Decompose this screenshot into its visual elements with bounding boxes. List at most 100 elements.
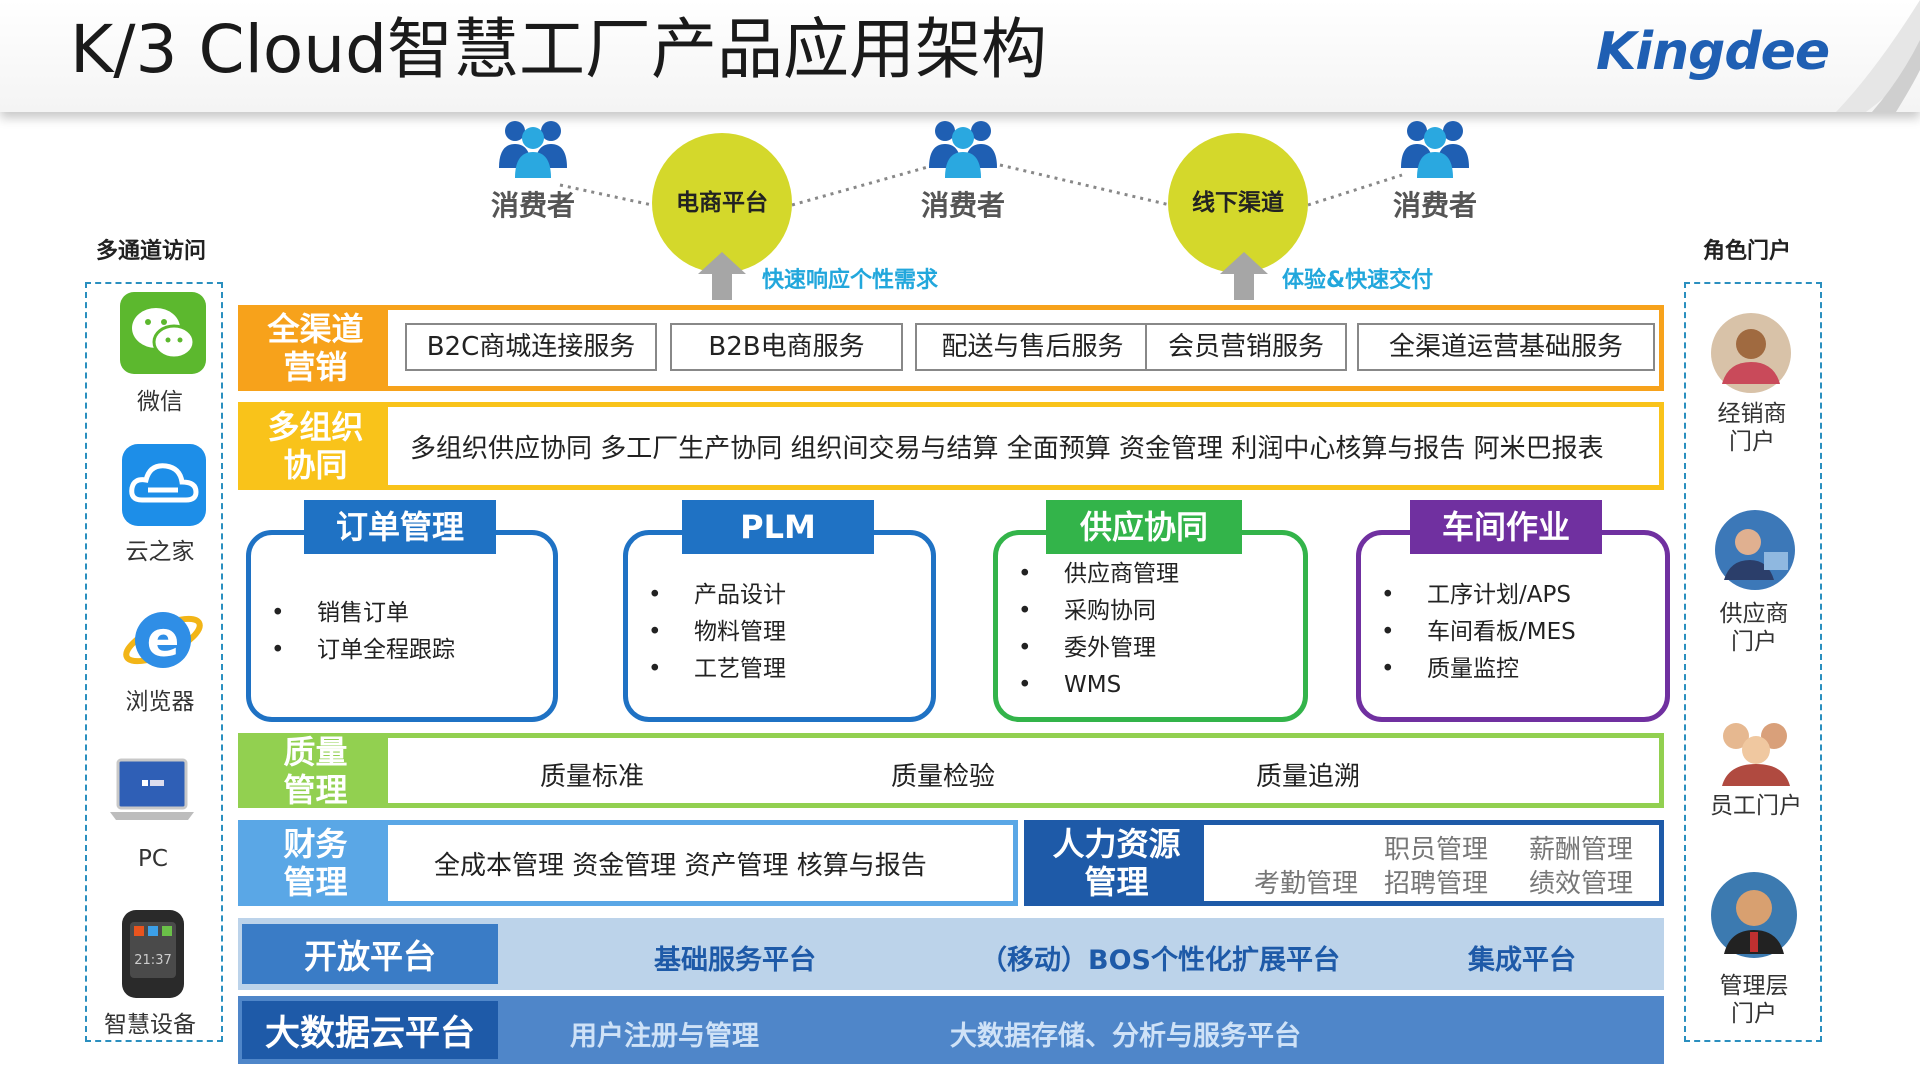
open-platform-band: 开放平台 基础服务平台 （移动）BOS个性化扩展平台 集成平台 xyxy=(238,918,1664,990)
plm-title: PLM xyxy=(682,500,874,554)
header-bar xyxy=(0,0,1920,112)
finance-band: 财务管理 全成本管理 资金管理 资产管理 核算与报告 xyxy=(238,820,1018,906)
channel-browser-label: 浏览器 xyxy=(125,689,195,715)
channel-smart-device-label: 智慧设备 xyxy=(104,1012,196,1038)
role-supplier-line1: 供应商 xyxy=(1719,601,1789,627)
wechat-icon[interactable] xyxy=(120,292,206,374)
kingdee-logo: Kingdee xyxy=(1596,22,1830,82)
consumer-2: 消费者 xyxy=(908,116,1018,224)
consumer-3: 消费者 xyxy=(1380,116,1490,224)
supply-collab-list: 供应商管理 采购协同 委外管理 WMS xyxy=(1018,556,1303,704)
multi-org-tag-line2: 协同 xyxy=(283,446,348,484)
dealer-avatar-icon[interactable] xyxy=(1708,312,1794,394)
multi-channel-panel xyxy=(85,282,223,1042)
card-item: 工序计划/APS xyxy=(1381,577,1665,614)
supply-collab-title: 供应协同 xyxy=(1046,500,1242,554)
yunzhijia-cloud-icon[interactable] xyxy=(122,444,206,526)
hr-item: 薪酬管理 xyxy=(1529,835,1634,865)
quality-item: 质量追溯 xyxy=(1256,762,1361,792)
bigdata-band: 大数据云平台 用户注册与管理 大数据存储、分析与服务平台 xyxy=(238,996,1664,1064)
hr-item: 绩效管理 xyxy=(1529,869,1634,899)
role-employee-line1: 员工门户 xyxy=(1710,793,1802,819)
consumer-label: 消费者 xyxy=(920,189,1005,222)
omni-services: B2C商城连接服务 B2B电商服务 配送与售后服务 会员营销服务 全渠道运营基础… xyxy=(388,310,1659,386)
plm-card: 产品设计 物料管理 工艺管理 xyxy=(623,530,936,722)
omni-tag-line1: 全渠道 xyxy=(267,310,364,348)
svg-text:e: e xyxy=(147,612,180,668)
card-item: 车间看板/MES xyxy=(1381,614,1665,651)
open-platform-tag: 开放平台 xyxy=(242,924,498,984)
up-arrow-icon xyxy=(1220,252,1268,300)
quality-band: 质量管理 质量标准 质量检验 质量追溯 xyxy=(238,733,1664,809)
card-item: 供应商管理 xyxy=(1018,556,1303,593)
finance-tag: 财务管理 xyxy=(243,825,388,901)
quality-tag-line2: 管理 xyxy=(283,770,348,809)
role-portal-panel xyxy=(1684,282,1822,1042)
role-supplier-line2: 门户 xyxy=(1731,629,1777,655)
consumer-group-icon xyxy=(929,121,997,178)
channel-yunzhijia-label: 云之家 xyxy=(125,539,195,565)
hr-item: 招聘管理 xyxy=(1384,869,1489,899)
card-item: 工艺管理 xyxy=(648,651,931,688)
card-item: 销售订单 xyxy=(271,595,553,632)
flow-dotted-lines xyxy=(559,163,1403,207)
bigdata-tag: 大数据云平台 xyxy=(242,1001,498,1059)
supplier-avatar-icon[interactable] xyxy=(1712,508,1798,592)
multi-org-body: 多组织供应协同 多工厂生产协同 组织间交易与结算 全面预算 资金管理 利润中心核… xyxy=(388,407,1659,485)
order-management-card: 销售订单 订单全程跟踪 xyxy=(246,530,558,722)
bigdata-item: 大数据存储、分析与服务平台 xyxy=(950,1021,1301,1052)
up-arrow-icon xyxy=(698,252,746,300)
quality-tag: 质量管理 xyxy=(243,733,388,809)
role-manager-line2: 门户 xyxy=(1731,1001,1777,1027)
left-panel-title: 多通道访问 xyxy=(96,239,207,264)
page-title: K/3 Cloud智慧工厂产品应用架构 xyxy=(70,11,1048,88)
ecommerce-platform: 电商平台 xyxy=(652,133,792,273)
hr-tag-line1: 人力资源 xyxy=(1052,825,1181,863)
hr-body: 职员管理 薪酬管理 考勤管理 招聘管理 绩效管理 xyxy=(1204,825,1659,901)
omni-channel-band: 全渠道营销 B2C商城连接服务 B2B电商服务 配送与售后服务 会员营销服务 全… xyxy=(238,305,1664,391)
consumer-label: 消费者 xyxy=(490,189,575,222)
manager-avatar-icon[interactable] xyxy=(1710,870,1798,960)
hint-left: 快速响应个性需求 xyxy=(762,268,939,293)
browser-ie-icon[interactable]: e xyxy=(118,596,208,680)
channel-pc-label: PC xyxy=(138,846,168,872)
omni-tag-line2: 营销 xyxy=(283,348,348,386)
right-panel-title: 角色门户 xyxy=(1703,239,1792,264)
card-item: 质量监控 xyxy=(1381,651,1665,688)
service-b2b: B2B电商服务 xyxy=(670,323,903,371)
workshop-list: 工序计划/APS 车间看板/MES 质量监控 xyxy=(1381,577,1665,688)
multi-org-text: 多组织供应协同 多工厂生产协同 组织间交易与结算 全面预算 资金管理 利润中心核… xyxy=(410,433,1604,464)
multi-org-tag-line1: 多组织 xyxy=(267,408,364,446)
finance-tag-line2: 管理 xyxy=(283,863,348,901)
consumer-group-icon xyxy=(1401,121,1469,178)
hr-item: 职员管理 xyxy=(1384,835,1489,865)
service-b2c: B2C商城连接服务 xyxy=(405,323,657,371)
hr-band: 人力资源管理 职员管理 薪酬管理 考勤管理 招聘管理 绩效管理 xyxy=(1024,820,1664,906)
service-omni-ops: 全渠道运营基础服务 xyxy=(1357,323,1655,371)
open-platform-item: 基础服务平台 xyxy=(654,945,816,976)
card-item: 委外管理 xyxy=(1018,630,1303,667)
page-curl-icon xyxy=(1836,0,1920,112)
finance-text: 全成本管理 资金管理 资产管理 核算与报告 xyxy=(434,850,927,881)
consumer-1: 消费者 xyxy=(478,116,588,224)
svg-text:21:37: 21:37 xyxy=(134,953,171,968)
plm-list: 产品设计 物料管理 工艺管理 xyxy=(648,577,931,688)
hr-item: 考勤管理 xyxy=(1254,869,1359,899)
finance-body: 全成本管理 资金管理 资产管理 核算与报告 xyxy=(388,825,1013,901)
quality-item: 质量标准 xyxy=(540,762,645,792)
order-management-title: 订单管理 xyxy=(304,500,496,554)
smart-device-icon[interactable]: 21:37 xyxy=(110,906,194,1002)
card-item: WMS xyxy=(1018,667,1303,704)
role-dealer-line1: 经销商 xyxy=(1717,401,1787,427)
hint-right: 体验&快速交付 xyxy=(1282,268,1434,293)
pc-laptop-icon[interactable] xyxy=(110,756,194,824)
workshop-title: 车间作业 xyxy=(1410,500,1602,554)
channel-wechat-label: 微信 xyxy=(137,389,183,415)
card-item: 产品设计 xyxy=(648,577,931,614)
card-item: 采购协同 xyxy=(1018,593,1303,630)
quality-item: 质量检验 xyxy=(891,762,996,792)
employee-avatar-icon[interactable] xyxy=(1716,710,1796,786)
open-platform-item: （移动）BOS个性化扩展平台 xyxy=(980,945,1340,976)
bigdata-item: 用户注册与管理 xyxy=(570,1021,759,1052)
workshop-card: 工序计划/APS 车间看板/MES 质量监控 xyxy=(1356,530,1670,722)
